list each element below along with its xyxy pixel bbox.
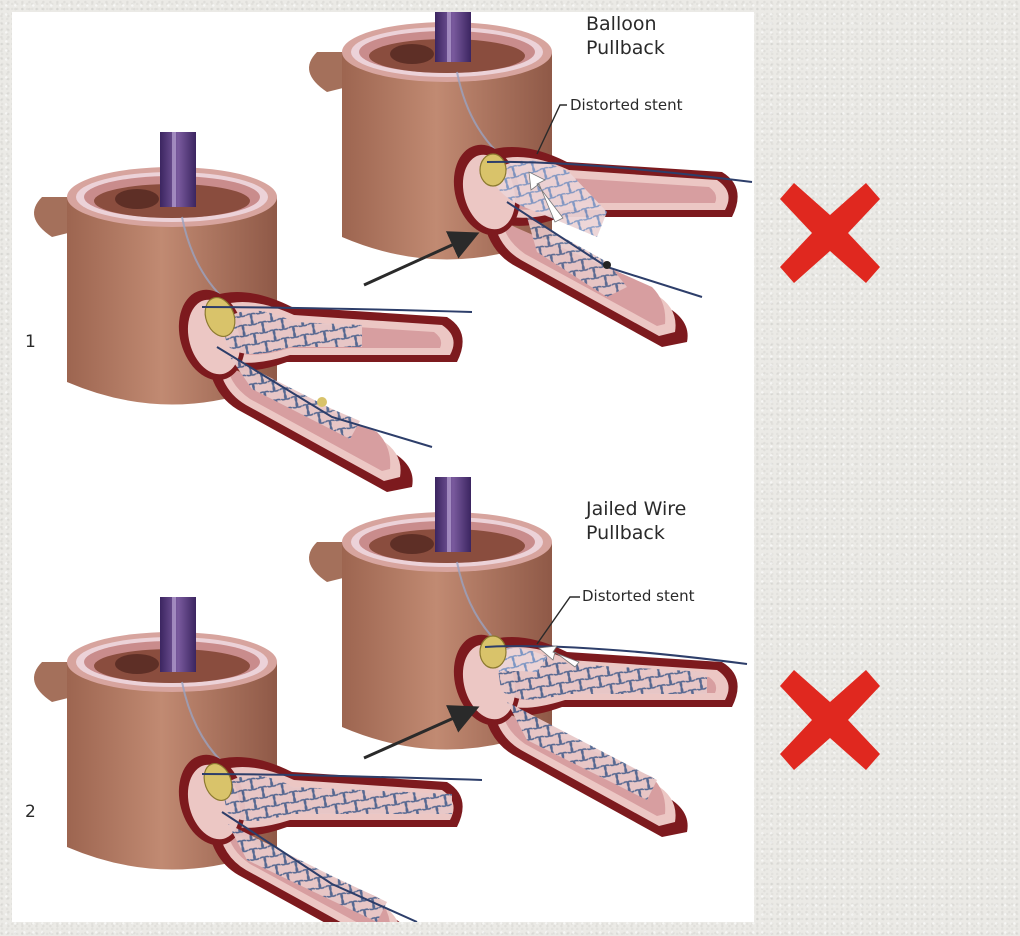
red-x-mark-icon [780, 670, 880, 770]
red-x-mark-icon [780, 183, 880, 283]
bifurcation-diagram [33, 12, 753, 922]
transition-arrow-1 [363, 231, 480, 287]
pullback-arrow-icon [528, 171, 564, 223]
panel-1-title: Balloon Pullback [586, 12, 665, 60]
panel-2-title-line2: Pullback [586, 522, 665, 544]
panel-1-annotation: Distorted stent [570, 96, 683, 114]
balloon-icon [479, 635, 507, 669]
illustration-panel: Balloon Pullback Distorted stent 1 Jaile… [12, 12, 754, 922]
panel-2-annotation: Distorted stent [582, 587, 695, 605]
panel-2-title-line1: Jailed Wire [586, 498, 687, 520]
panel-2-before [33, 596, 483, 922]
panel-2-after [308, 476, 748, 838]
panel-1-after [308, 12, 753, 348]
transition-arrow-2 [363, 705, 480, 760]
panel-1-number: 1 [25, 332, 36, 352]
panel-2-title: Jailed Wire Pullback [586, 497, 686, 545]
pullback-arrow-icon [538, 645, 580, 668]
panel-1-before [33, 131, 473, 493]
annotation-leader-1 [536, 104, 567, 155]
balloon-icon [479, 153, 507, 187]
annotation-leader-2 [536, 596, 580, 645]
panel-1-title-line1: Balloon [586, 13, 657, 35]
panel-2-number: 2 [25, 802, 36, 822]
panel-1-title-line2: Pullback [586, 37, 665, 59]
balloon-icon [203, 763, 233, 801]
